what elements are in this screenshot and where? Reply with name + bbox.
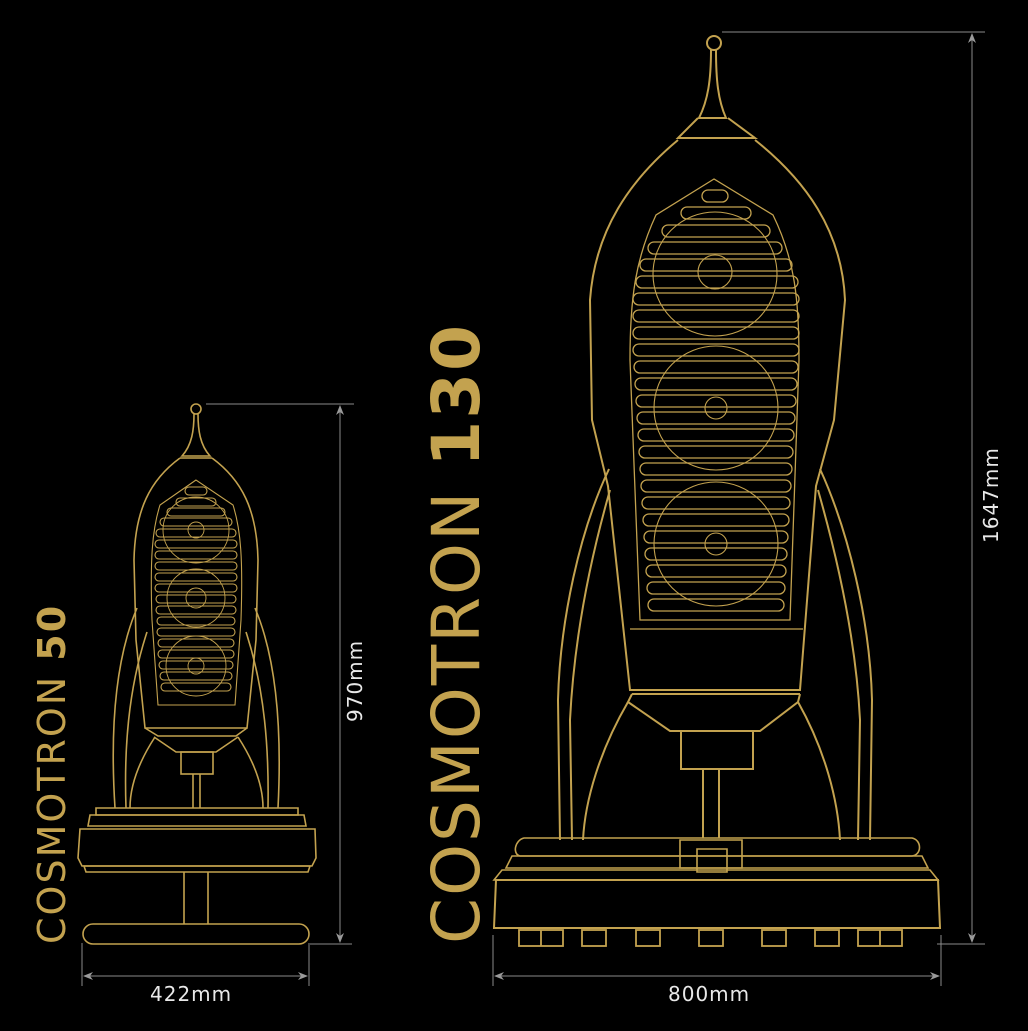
cosmotron-130-width-label: 800mm (668, 982, 751, 1006)
cosmotron-50-title: COSMOTRON 50 (30, 603, 74, 944)
cosmotron-130-drawing (492, 35, 942, 947)
cosmotron-130-title: COSMOTRON 130 (418, 322, 495, 944)
cosmotron-50-width-label: 422mm (150, 982, 233, 1006)
cosmotron-50-drawing (77, 403, 317, 945)
cosmotron-50-height-label: 970mm (343, 639, 367, 722)
cosmotron-130-height-label: 1647mm (979, 447, 1003, 543)
